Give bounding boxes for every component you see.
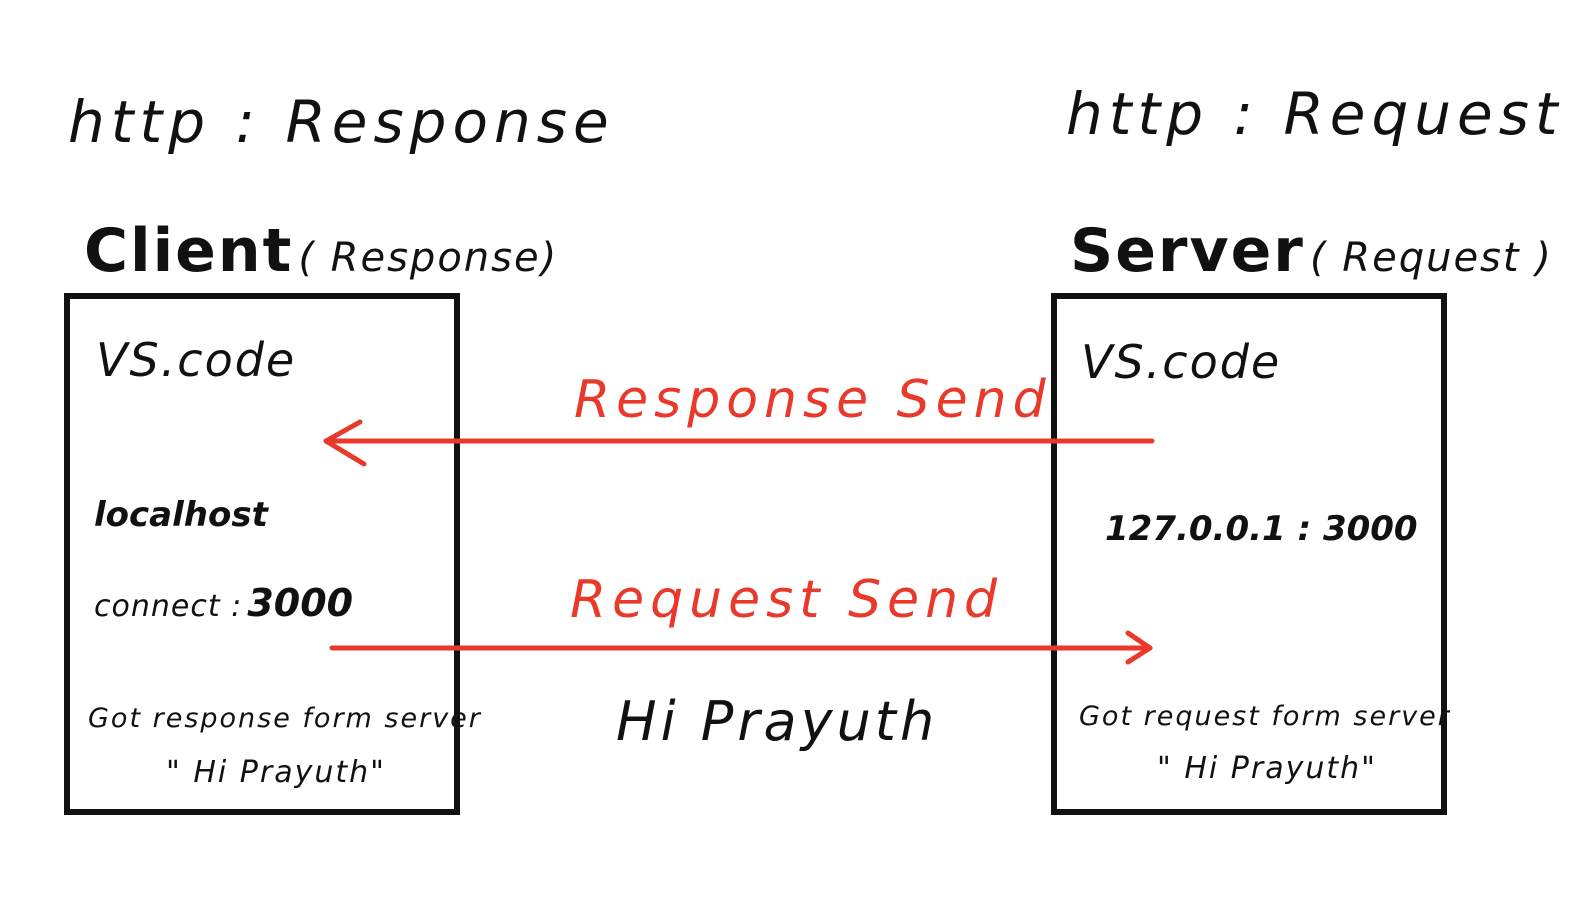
client-title: Client: [84, 216, 294, 286]
server-request-message: Got request form server: [1079, 701, 1451, 732]
heading-http-response: http : Response: [68, 88, 615, 156]
request-arrow: [329, 630, 1153, 665]
server-header: Server ( Request ): [1070, 216, 1553, 286]
client-box: VS.code localhost connect : 3000 Got res…: [64, 293, 480, 815]
server-request-quote: " Hi Prayuth": [1157, 751, 1377, 786]
client-connect-label: connect :: [94, 589, 243, 624]
server-box: VS.code 127.0.0.1 : 3000 Got request for…: [1051, 293, 1449, 815]
server-address-label: 127.0.0.1 : 3000: [1105, 509, 1418, 549]
client-tool-label: VS.code: [96, 333, 297, 387]
response-arrow: [323, 419, 1155, 467]
request-send-label: Request Send: [570, 570, 1004, 630]
heading-http-request: http : Request: [1066, 80, 1564, 148]
client-response-quote: " Hi Prayuth": [166, 755, 386, 790]
response-send-label: Response Send: [574, 370, 1052, 430]
client-header: Client ( Response): [84, 216, 558, 286]
client-response-message: Got response form server: [88, 703, 482, 734]
server-tool-label: VS.code: [1081, 335, 1282, 389]
server-title: Server: [1070, 216, 1305, 286]
payload-text: Hi Prayuth: [616, 690, 939, 753]
client-subtitle: ( Response): [298, 235, 559, 281]
client-connect-row: connect : 3000: [94, 581, 353, 625]
server-subtitle: ( Request ): [1309, 235, 1553, 281]
client-host-label: localhost: [94, 495, 268, 535]
client-port-value: 3000: [247, 581, 354, 625]
